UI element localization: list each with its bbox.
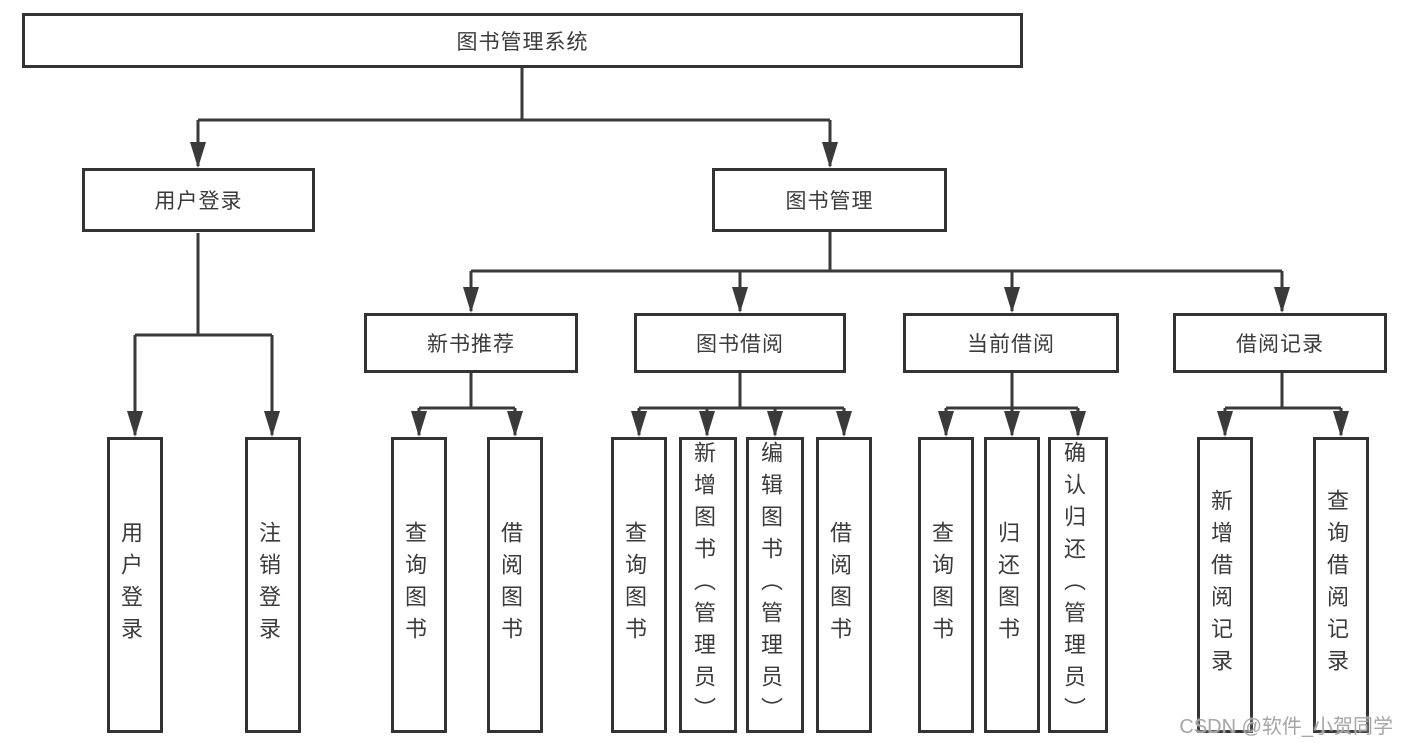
leaf-borrow-add-books-admin: 新增图书（管理员）: [679, 437, 737, 733]
node-user-login: 用户登录: [82, 168, 315, 232]
leaf-recommend-query-books-label: 查询图书: [402, 521, 427, 649]
node-new-book-recommend: 新书推荐: [364, 313, 578, 373]
node-book-management-label: 图书管理: [785, 190, 874, 213]
leaf-borrow-query-books-label: 查询图书: [622, 521, 647, 649]
connector-line: [1223, 373, 1343, 435]
leaf-borrow-query-books: 查询图书: [611, 437, 667, 733]
leaf-recommend-borrow-books-label: 借阅图书: [498, 521, 523, 649]
connector-line: [417, 373, 517, 435]
leaf-logout-login: 注销登录: [245, 437, 301, 733]
node-borrow-records-label: 借阅记录: [1236, 333, 1324, 356]
leaf-borrow-add-books-admin-label: 新增图书（管理员）: [691, 441, 716, 729]
node-borrow-records: 借阅记录: [1173, 313, 1387, 373]
leaf-user-login: 用户登录: [107, 437, 163, 733]
connector-line: [133, 233, 274, 435]
node-root: 图书管理系统: [22, 13, 1023, 68]
node-new-book-recommend-label: 新书推荐: [427, 333, 515, 356]
leaf-current-confirm-return-admin-label: 确认归还（管理员）: [1061, 441, 1086, 729]
node-current-borrow: 当前借阅: [903, 313, 1119, 373]
leaf-current-return-books: 归还图书: [984, 437, 1040, 733]
leaf-recommend-borrow-books: 借阅图书: [487, 437, 543, 733]
leaf-user-login-label: 用户登录: [118, 521, 143, 649]
arrowhead-icon: [127, 142, 1349, 437]
leaf-current-query-books-label: 查询图书: [929, 521, 954, 649]
leaf-current-return-books-label: 归还图书: [995, 521, 1020, 649]
connector-line: [637, 373, 846, 435]
leaf-records-query-record: 查询借阅记录: [1313, 437, 1369, 733]
leaf-borrow-borrow-books-label: 借阅图书: [827, 521, 852, 649]
leaf-records-add-record: 新增借阅记录: [1197, 437, 1253, 733]
leaf-borrow-borrow-books: 借阅图书: [816, 437, 872, 733]
connector-line: [196, 68, 832, 166]
leaf-records-query-record-label: 查询借阅记录: [1324, 489, 1349, 681]
node-book-borrow-label: 图书借阅: [696, 333, 784, 356]
node-user-login-label: 用户登录: [154, 190, 243, 213]
leaf-recommend-query-books: 查询图书: [391, 437, 447, 733]
leaf-borrow-edit-books-admin-label: 编辑图书（管理员）: [758, 441, 783, 729]
leaf-current-query-books: 查询图书: [918, 437, 974, 733]
node-root-label: 图书管理系统: [456, 30, 589, 54]
node-current-borrow-label: 当前借阅: [967, 333, 1055, 356]
node-book-borrow: 图书借阅: [634, 313, 846, 373]
connector-line: [469, 232, 1284, 311]
node-book-management: 图书管理: [712, 168, 947, 232]
leaf-borrow-edit-books-admin: 编辑图书（管理员）: [746, 437, 804, 733]
leaf-current-confirm-return-admin: 确认归还（管理员）: [1048, 437, 1108, 733]
leaf-logout-login-label: 注销登录: [256, 521, 281, 649]
leaf-records-add-record-label: 新增借阅记录: [1208, 489, 1233, 681]
watermark-text: CSDN @软件_小贺同学: [1179, 716, 1393, 738]
